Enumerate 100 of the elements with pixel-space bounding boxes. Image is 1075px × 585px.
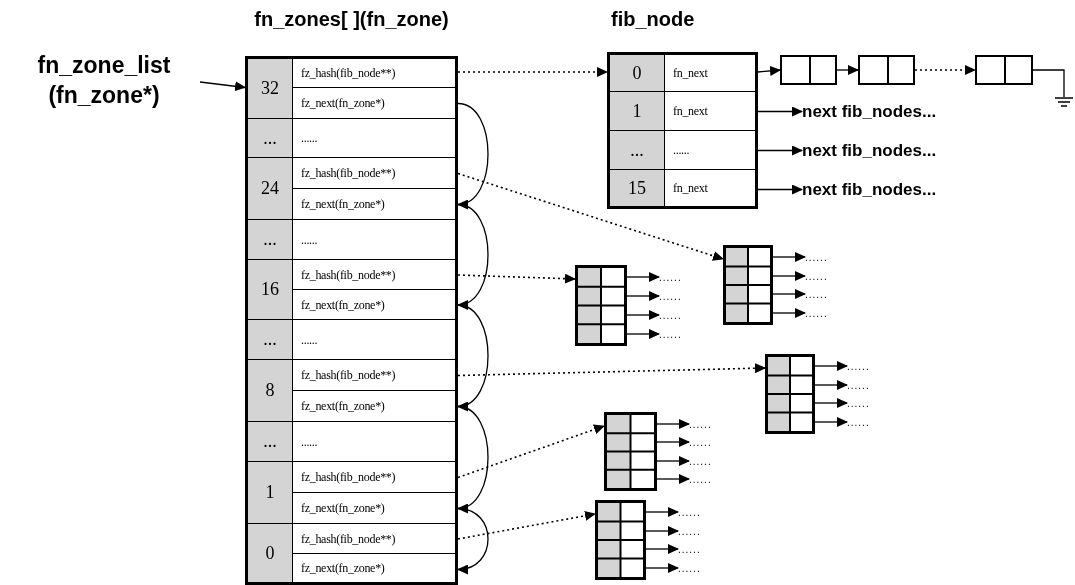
curved-arrow: [457, 507, 489, 574]
ellipsis-label: ......: [678, 504, 720, 520]
arrow: [814, 398, 848, 408]
index-cell: 0: [245, 524, 293, 585]
field-cell: ......: [293, 320, 458, 360]
arrow: [626, 310, 660, 320]
ellipsis-label: ......: [659, 326, 701, 342]
ellipsis-label: ......: [847, 414, 889, 430]
field-cell: fn_next: [665, 170, 758, 209]
next-pointer-label: next fib_nodes...: [802, 178, 994, 201]
ellipsis-label: ......: [689, 434, 731, 450]
dotted-arrow: [457, 424, 605, 479]
ellipsis-label: ......: [847, 395, 889, 411]
arrow: [626, 291, 660, 301]
index-cell: 0: [607, 52, 665, 92]
field-cell: fz_next(fn_zone*): [293, 554, 458, 585]
field-cell: ......: [293, 220, 458, 260]
field-cell: fz_hash(fib_node**): [293, 158, 458, 189]
arrow: [772, 308, 806, 318]
connector-line: [1032, 69, 1065, 98]
bucket-table: [765, 354, 815, 434]
ellipsis-label: ......: [689, 416, 731, 432]
next-pointer-label: next fib_nodes...: [802, 139, 994, 162]
ellipsis-label: ......: [805, 249, 847, 265]
bucket-table: [575, 265, 627, 346]
arrow: [814, 380, 848, 390]
arrow: [757, 65, 781, 76]
arrow: [836, 65, 859, 75]
curved-arrow: [457, 304, 489, 410]
index-cell: ...: [245, 422, 293, 462]
index-cell: 16: [245, 260, 293, 320]
field-cell: fz_hash(fib_node**): [293, 260, 458, 290]
list-node-box: [975, 55, 1033, 85]
dotted-arrow: [457, 67, 608, 77]
bucket-table: [723, 245, 773, 325]
field-cell: ......: [293, 422, 458, 462]
field-cell: fz_next(fn_zone*): [293, 189, 458, 220]
index-cell: ...: [245, 220, 293, 260]
field-cell: fz_next(fn_zone*): [293, 493, 458, 524]
arrow: [757, 184, 803, 195]
arrow: [645, 544, 679, 554]
field-cell: fz_hash(fib_node**): [293, 56, 458, 88]
arrow: [814, 417, 848, 427]
arrow: [814, 361, 848, 371]
ellipsis-label: ......: [805, 268, 847, 284]
ellipsis-label: ......: [659, 307, 701, 323]
index-cell: 1: [607, 92, 665, 131]
arrow: [656, 456, 690, 466]
arrow: [645, 526, 679, 536]
ellipsis-label: ......: [678, 523, 720, 539]
dotted-arrow: [457, 172, 724, 261]
table-heading: fn_zones[ ](fn_zone): [254, 7, 449, 32]
curved-arrow: [457, 203, 489, 308]
ellipsis-label: ......: [689, 471, 731, 487]
ellipsis-label: ......: [659, 288, 701, 304]
field-cell: fz_next(fn_zone*): [293, 290, 458, 320]
field-cell: fn_next: [665, 92, 758, 131]
arrow: [772, 271, 806, 281]
ellipsis-label: ......: [847, 377, 889, 393]
index-cell: ...: [607, 131, 665, 170]
table-heading: fib_node: [611, 7, 695, 32]
field-cell: ......: [293, 119, 458, 158]
dotted-arrow: [457, 510, 596, 540]
arrow: [626, 272, 660, 282]
arrow: [656, 474, 690, 484]
arrow: [645, 507, 679, 517]
field-cell: fz_next(fn_zone*): [293, 391, 458, 422]
index-cell: 8: [245, 360, 293, 422]
index-cell: 1: [245, 462, 293, 524]
ellipsis-label: ......: [678, 541, 720, 557]
dotted-arrow: [457, 273, 576, 284]
curved-arrow: [457, 102, 489, 208]
field-cell: fz_hash(fib_node**): [293, 462, 458, 493]
arrow: [656, 437, 690, 447]
arrow: [772, 252, 806, 262]
arrow: [772, 289, 806, 299]
ellipsis-label: ......: [678, 560, 720, 576]
arrow: [656, 419, 690, 429]
pointer-label: fn_zone_list (fn_zone*): [8, 50, 200, 114]
field-cell: fz_next(fn_zone*): [293, 88, 458, 119]
list-node-box: [858, 55, 915, 85]
ellipsis-label: ......: [689, 453, 731, 469]
ellipsis-label: ......: [847, 358, 889, 374]
next-pointer-label: next fib_nodes...: [802, 100, 994, 123]
arrow: [199, 81, 246, 92]
list-node-box: [780, 55, 837, 85]
ellipsis-label: ......: [805, 286, 847, 302]
field-cell: ......: [665, 131, 758, 170]
index-cell: ...: [245, 320, 293, 360]
bucket-table: [595, 500, 646, 580]
ellipsis-label: ......: [659, 269, 701, 285]
arrow: [645, 563, 679, 573]
index-cell: 15: [607, 170, 665, 209]
dotted-arrow: [457, 363, 766, 377]
field-cell: fz_hash(fib_node**): [293, 524, 458, 554]
index-cell: 24: [245, 158, 293, 220]
field-cell: fn_next: [665, 52, 758, 92]
bucket-table: [604, 412, 657, 491]
curved-arrow: [457, 405, 489, 512]
index-cell: ...: [245, 119, 293, 158]
